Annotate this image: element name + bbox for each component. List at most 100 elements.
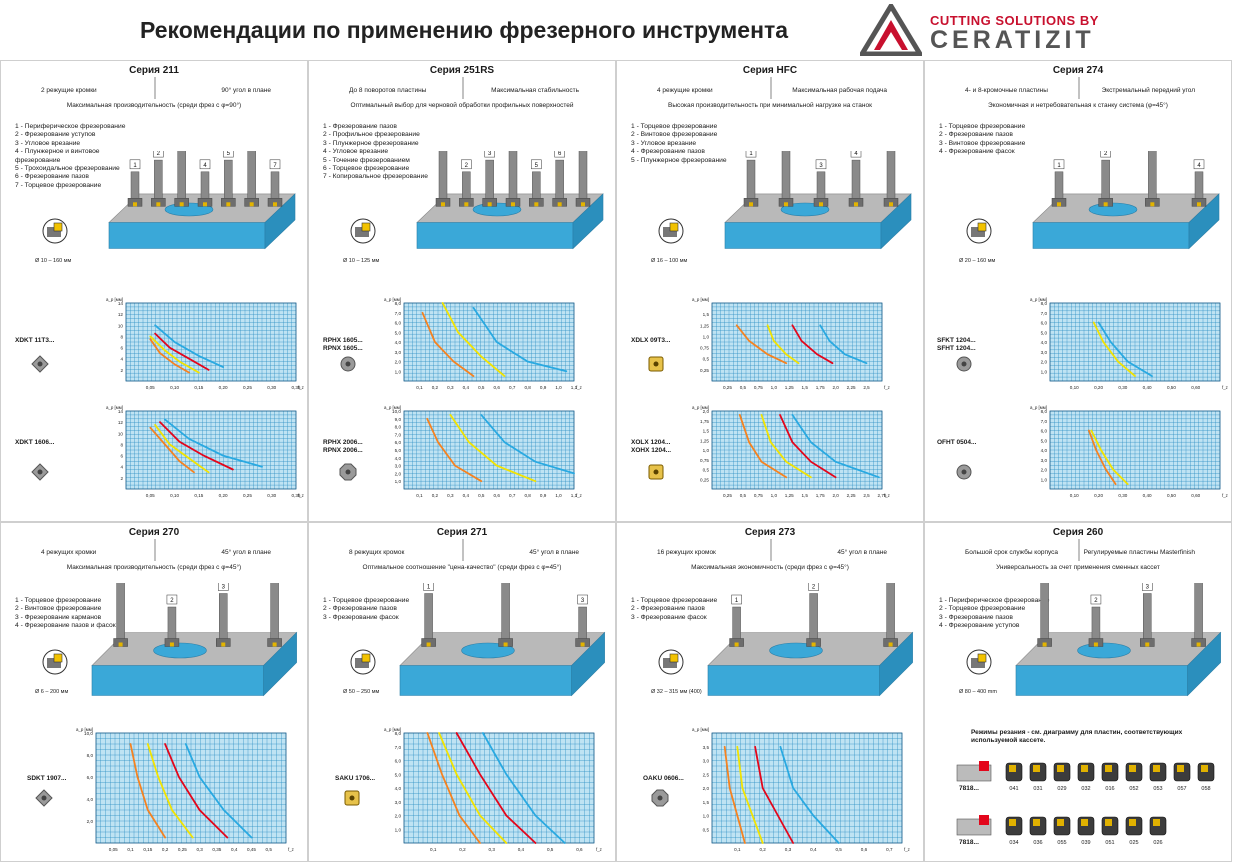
series-line-cyan — [819, 324, 868, 365]
x-tick-label: 0,2 — [459, 847, 466, 852]
workpiece-illustration: 1234 — [91, 583, 298, 697]
cassette-icon — [1149, 762, 1167, 782]
feature-item: 2 - Профильное фрезерование — [323, 131, 420, 139]
x-tick-label: 0,30 — [267, 493, 276, 498]
x-tick-label: 0,6 — [494, 493, 501, 498]
y-tick-label: 4,0 — [395, 786, 402, 791]
series-subtitle-right: 45° угол в плане — [529, 549, 579, 556]
x-tick-label: 0,2 — [759, 847, 766, 852]
series-subtitle-right: Экстремальный передний угол — [1101, 87, 1195, 94]
insert-designation: RPHX 2006... RPNX 2006... — [323, 439, 363, 454]
x-tick-label: 0,5 — [478, 385, 485, 390]
x-tick-label: 0,1 — [416, 385, 423, 390]
insert-designation: SAKU 1706... — [335, 775, 376, 782]
series-line-cyan — [482, 732, 566, 844]
chart-frame — [1049, 410, 1221, 490]
cassette-icon — [1101, 816, 1119, 836]
insert-plate-icon — [956, 464, 972, 480]
x-tick-label: 0,50 — [1167, 385, 1176, 390]
diameter-range: Ø 10 – 125 мм — [343, 258, 380, 264]
series-subtitle-right: Максимальная стабильность — [491, 87, 579, 94]
y-tick-label: 2,0 — [395, 471, 402, 476]
series-line-orange — [421, 311, 475, 377]
y-tick-label: 8 — [120, 334, 123, 339]
series-subtitle-right: 45° угол в плане — [221, 549, 271, 556]
x-tick-label: 0,8 — [524, 385, 531, 390]
y-tick-label: 8,0 — [395, 301, 402, 306]
insert-designation: XDKT 1606... — [15, 439, 55, 446]
cassette-icon — [1077, 816, 1095, 836]
series-line-yellow — [149, 335, 200, 374]
x-tick-label: 0,6 — [576, 847, 583, 852]
cassette-row-label: 7818... — [959, 785, 979, 792]
cassette-code: 034 — [1009, 840, 1019, 846]
insert-geometry-icon — [350, 649, 376, 675]
feature-item: 4 - Фрезерование уступов — [939, 622, 1020, 630]
feature-item: 6 - Торцевое фрезерование — [323, 165, 410, 173]
feature-item: 2 - Фрезерование пазов — [323, 605, 397, 613]
diameter-range: Ø 16 – 100 мм — [651, 258, 688, 264]
tool-number: 1 — [735, 598, 739, 604]
y-tick-label: 0,25 — [700, 368, 709, 373]
cassette-code: 031 — [1033, 786, 1043, 792]
x-tick-label: 2,5 — [863, 493, 870, 498]
cassette-code: 041 — [1009, 786, 1019, 792]
feature-item: 3 - Фрезерование карманов — [15, 613, 102, 621]
series-line-yellow — [760, 414, 812, 479]
series-line-cyan — [184, 743, 253, 839]
x-tick-label: 0,60 — [1191, 493, 1200, 498]
tool-number: 1 — [133, 163, 137, 169]
diameter-range: Ø 10 – 160 мм — [35, 258, 72, 264]
series-line-red — [754, 745, 794, 844]
y-tick-label: 14 — [118, 301, 124, 306]
x-tick-label: 0,7 — [509, 493, 516, 498]
series-line-orange — [735, 324, 788, 365]
x-tick-label: 0,3 — [196, 847, 203, 852]
ceratizit-logo: CUTTING SOLUTIONS BY CERATIZIT — [857, 1, 1120, 57]
cassette-code: 032 — [1081, 786, 1091, 792]
x-tick-label: 0,3 — [447, 385, 454, 390]
y-tick-label: 8 — [120, 442, 123, 447]
insert-geometry-icon — [658, 649, 684, 675]
insert-designation: OFHT 0504... — [937, 439, 977, 446]
chart-frame — [711, 410, 883, 490]
cassette-icon — [1005, 762, 1023, 782]
feature-item: 3 - Фрезерование фасок — [323, 613, 399, 621]
series-line-orange — [1088, 429, 1117, 485]
y-tick-label: 7,0 — [395, 745, 402, 750]
cassette-code: 053 — [1153, 786, 1163, 792]
y-tick-label: 1,75 — [700, 419, 709, 424]
y-tick-label: 1,0 — [395, 479, 402, 484]
x-axis-label: f_z [мм/зуб] — [576, 493, 582, 498]
cassette-note: Режимы резания - см. диаграмму для пласт… — [971, 729, 1183, 744]
series-description: Максимальная производительность (среди ф… — [66, 564, 242, 571]
workpiece-illustration: 1234 — [1032, 151, 1220, 250]
series-line-cyan — [154, 324, 224, 368]
x-tick-label: 0,5 — [740, 493, 747, 498]
y-tick-label: 7,0 — [1041, 419, 1048, 424]
workpiece-illustration: 1234 — [1015, 583, 1222, 697]
feature-item: 2 - Винтовое фрезерование — [15, 605, 102, 613]
insert-plate-icon — [651, 789, 669, 807]
x-tick-label: 0,4 — [518, 847, 525, 852]
insert-plate-icon — [35, 789, 53, 807]
x-tick-label: 0,15 — [143, 847, 152, 852]
y-tick-label: 5,0 — [1041, 438, 1048, 443]
feature-item: 3 - Угловое врезание — [631, 139, 697, 147]
x-tick-label: 0,25 — [243, 493, 252, 498]
series-description: Универсальность за счет применения сменн… — [996, 564, 1160, 571]
x-tick-label: 0,5 — [266, 847, 273, 852]
y-axis-label: a_p [мм] — [384, 405, 401, 410]
cassette-code: 016 — [1105, 786, 1115, 792]
tool-number: 3 — [488, 151, 492, 157]
y-tick-label: 1,25 — [700, 438, 709, 443]
y-tick-label: 6,0 — [395, 440, 402, 445]
y-tick-label: 1,0 — [703, 448, 710, 453]
tool-number: 4 — [1197, 163, 1201, 169]
insert-geometry-icon — [350, 218, 376, 244]
title-connector — [462, 539, 464, 561]
x-axis-label: f_z [мм/зуб] — [884, 385, 890, 390]
series-subtitle-right: Максимальная рабочая подача — [792, 87, 887, 94]
